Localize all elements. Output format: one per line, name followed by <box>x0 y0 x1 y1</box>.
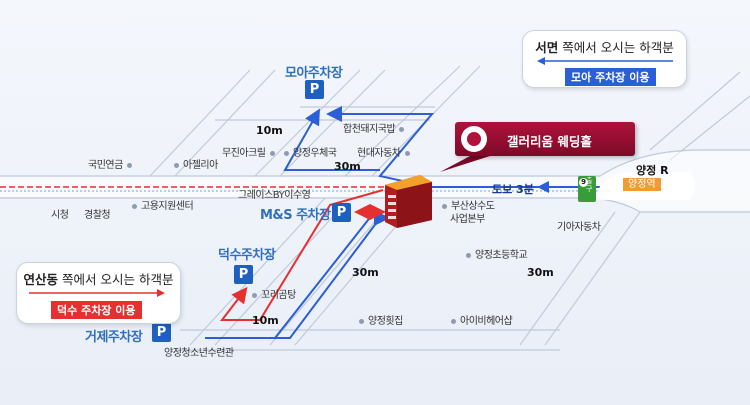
exit-number: 9 <box>579 178 588 187</box>
distance-label: 10m <box>256 124 283 137</box>
venue-name: 갤러리움 웨딩홀 <box>507 134 592 149</box>
station-name: 양정 R <box>636 164 669 177</box>
landmark-mujin: 무진아크릴 <box>222 148 279 160</box>
landmark-gukmin: 국민연금 <box>88 160 136 172</box>
landmark-school: 양정초등학교 <box>462 250 528 262</box>
left-arrow-icon <box>537 57 673 65</box>
duksu-parking-icon: P <box>234 265 253 284</box>
yeonsan-parking-tag: 덕수 주차장 이용 <box>51 301 142 319</box>
landmark-yangjeong-post: 양정우체국 <box>280 148 337 160</box>
right-arrow-icon <box>29 289 165 297</box>
landmark-ajelia: 아젤리아 <box>170 160 218 172</box>
yeonsan-guide-text: 연산동 쪽에서 오시는 하객분 <box>23 272 174 287</box>
landmark-sicheong: 시청 <box>51 210 69 221</box>
seomyeon-parking-tag: 모아 주차장 이용 <box>565 68 656 86</box>
geoje-parking-title: 거제주차장 <box>85 330 143 345</box>
wedding-hall-building <box>385 175 432 228</box>
landmark-busan-water: 부산상수도 <box>438 201 495 213</box>
duksu-parking-title: 덕수주차장 <box>218 248 276 263</box>
venue-logo-icon <box>461 126 487 152</box>
moa-parking-title: 모아주차장 <box>285 66 343 81</box>
seomyeon-guide-card: 서면 쪽에서 오시는 하객분 모아 주차장 이용 <box>522 30 687 88</box>
distance-label: 30m <box>334 160 361 173</box>
landmark-hyundai: 현대자동차 <box>357 148 414 160</box>
distance-label: 30m <box>527 266 554 279</box>
landmark-kkori: 꼬리곰탕 <box>248 290 296 302</box>
landmark-ivy: 아이비헤어샵 <box>447 316 513 328</box>
walk-time: 도보 3분 <box>492 183 534 196</box>
landmark-busan-water-2: 사업본부 <box>450 214 485 225</box>
ms-parking-title: M&S 주차장 <box>260 208 331 223</box>
exit-sign-icon: 9 출구 <box>578 176 596 202</box>
landmark-grace: 그레이스BY이수영 <box>238 190 311 201</box>
yeonsan-guide-card: 연산동 쪽에서 오시는 하객분 덕수 주차장 이용 <box>16 262 181 324</box>
seomyeon-guide-text: 서면 쪽에서 오시는 하객분 <box>535 40 674 55</box>
moa-parking-icon: P <box>305 80 324 99</box>
distance-label: 10m <box>252 314 279 327</box>
landmark-police: 경찰청 <box>84 210 111 221</box>
venue-banner: 갤러리움 웨딩홀 <box>455 122 635 156</box>
landmark-youth-center: 양정청소년수련관 <box>164 348 234 359</box>
landmark-hapcheon: 합천돼지국밥 <box>343 124 408 136</box>
landmark-employment: 고용지원센터 <box>128 201 194 213</box>
landmark-kia: 기아자동차 <box>557 222 601 233</box>
landmark-yangjeong-hoet: 양정횟집 <box>355 316 403 328</box>
ms-parking-icon: P <box>332 203 351 222</box>
geoje-parking-icon: P <box>152 323 171 342</box>
distance-label: 30m <box>352 266 379 279</box>
exit-label: 출구 <box>586 177 593 193</box>
station-badge: 양정역 <box>623 178 661 191</box>
